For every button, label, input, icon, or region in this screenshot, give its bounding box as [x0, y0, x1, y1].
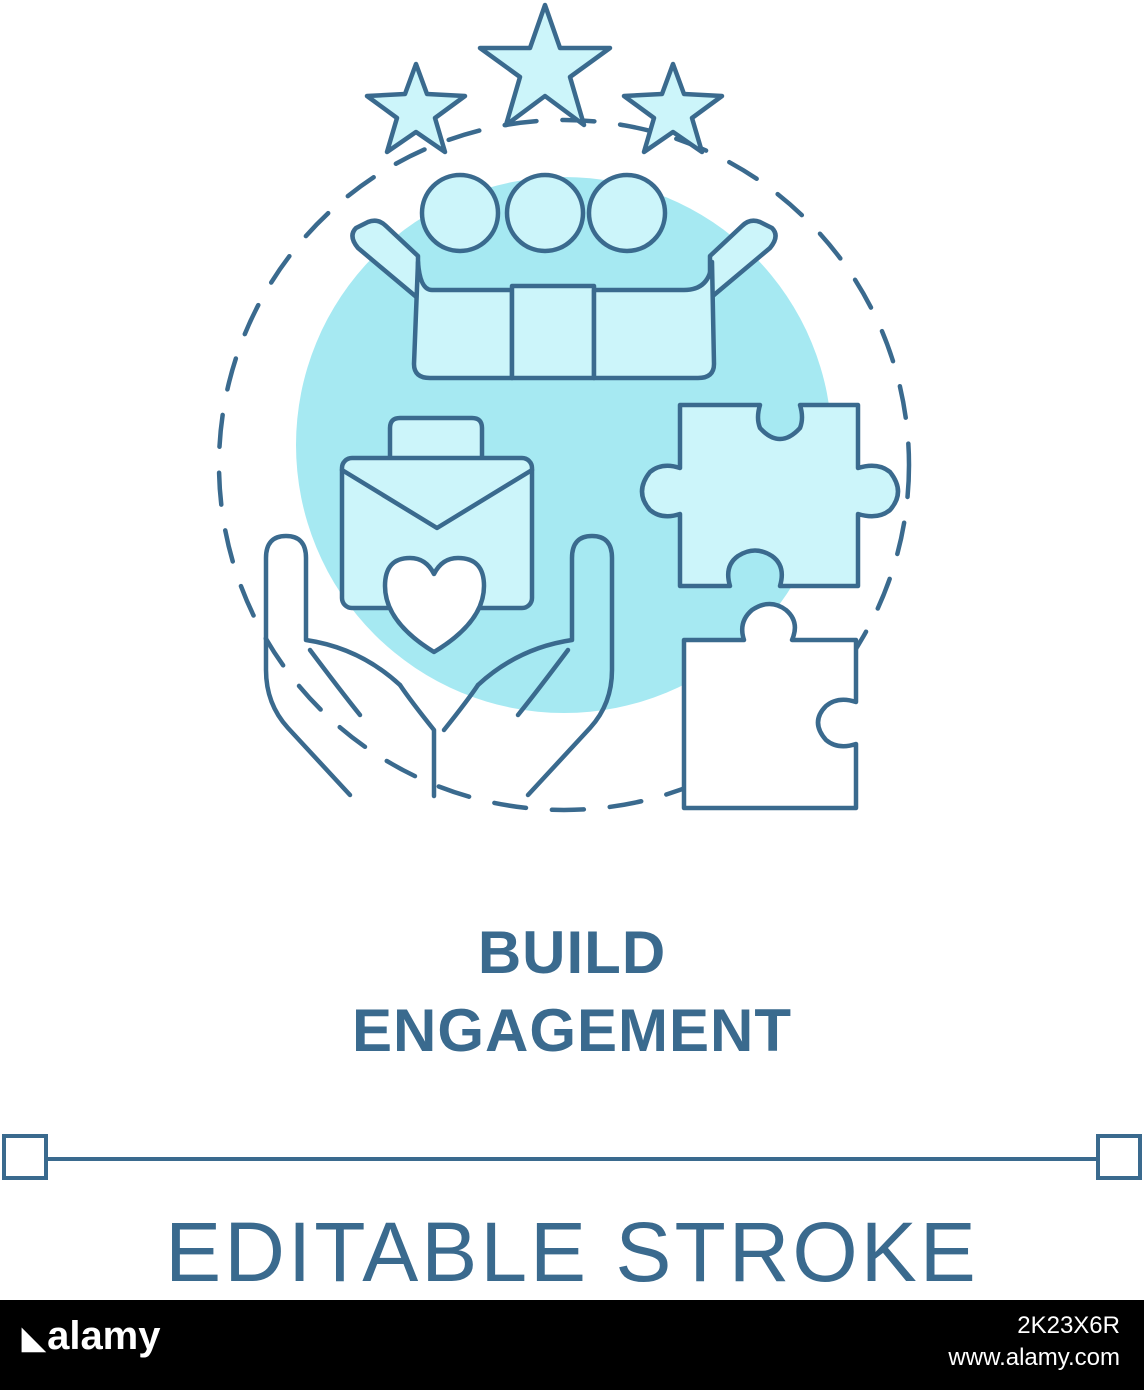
- stock-footer-bar: ◣alamy 2K23X6R www.alamy.com: [0, 1300, 1144, 1390]
- star-icon: [621, 61, 725, 155]
- logo-mark-icon: ◣: [22, 1321, 46, 1355]
- brand-name: alamy: [47, 1314, 161, 1358]
- title-line-2: ENGAGEMENT: [351, 997, 793, 1064]
- editable-stroke-caption: EDITABLE STROKE: [165, 1205, 979, 1299]
- site-url: www.alamy.com: [948, 1344, 1120, 1371]
- open-hands-icon: [263, 533, 615, 799]
- team-group-icon: [350, 172, 778, 381]
- editable-stroke-line-icon: [2, 1134, 1142, 1180]
- dashed-ring-icon: [216, 117, 912, 813]
- image-id: 2K23X6R: [1017, 1312, 1120, 1339]
- brand-logo: ◣alamy: [22, 1314, 161, 1359]
- puzzle-piece-icon: [639, 402, 901, 589]
- image-meta: 2K23X6R www.alamy.com: [948, 1310, 1120, 1374]
- title-line-1: BUILD: [477, 919, 667, 986]
- build-engagement-illustration: [216, 2, 912, 813]
- star-icon: [364, 61, 468, 155]
- artwork-canvas: BUILD ENGAGEMENT EDITABLE STROKE: [2, 2, 1142, 1299]
- heart-icon: [382, 555, 487, 655]
- star-icon: [477, 2, 613, 128]
- puzzle-piece-icon: [681, 601, 859, 811]
